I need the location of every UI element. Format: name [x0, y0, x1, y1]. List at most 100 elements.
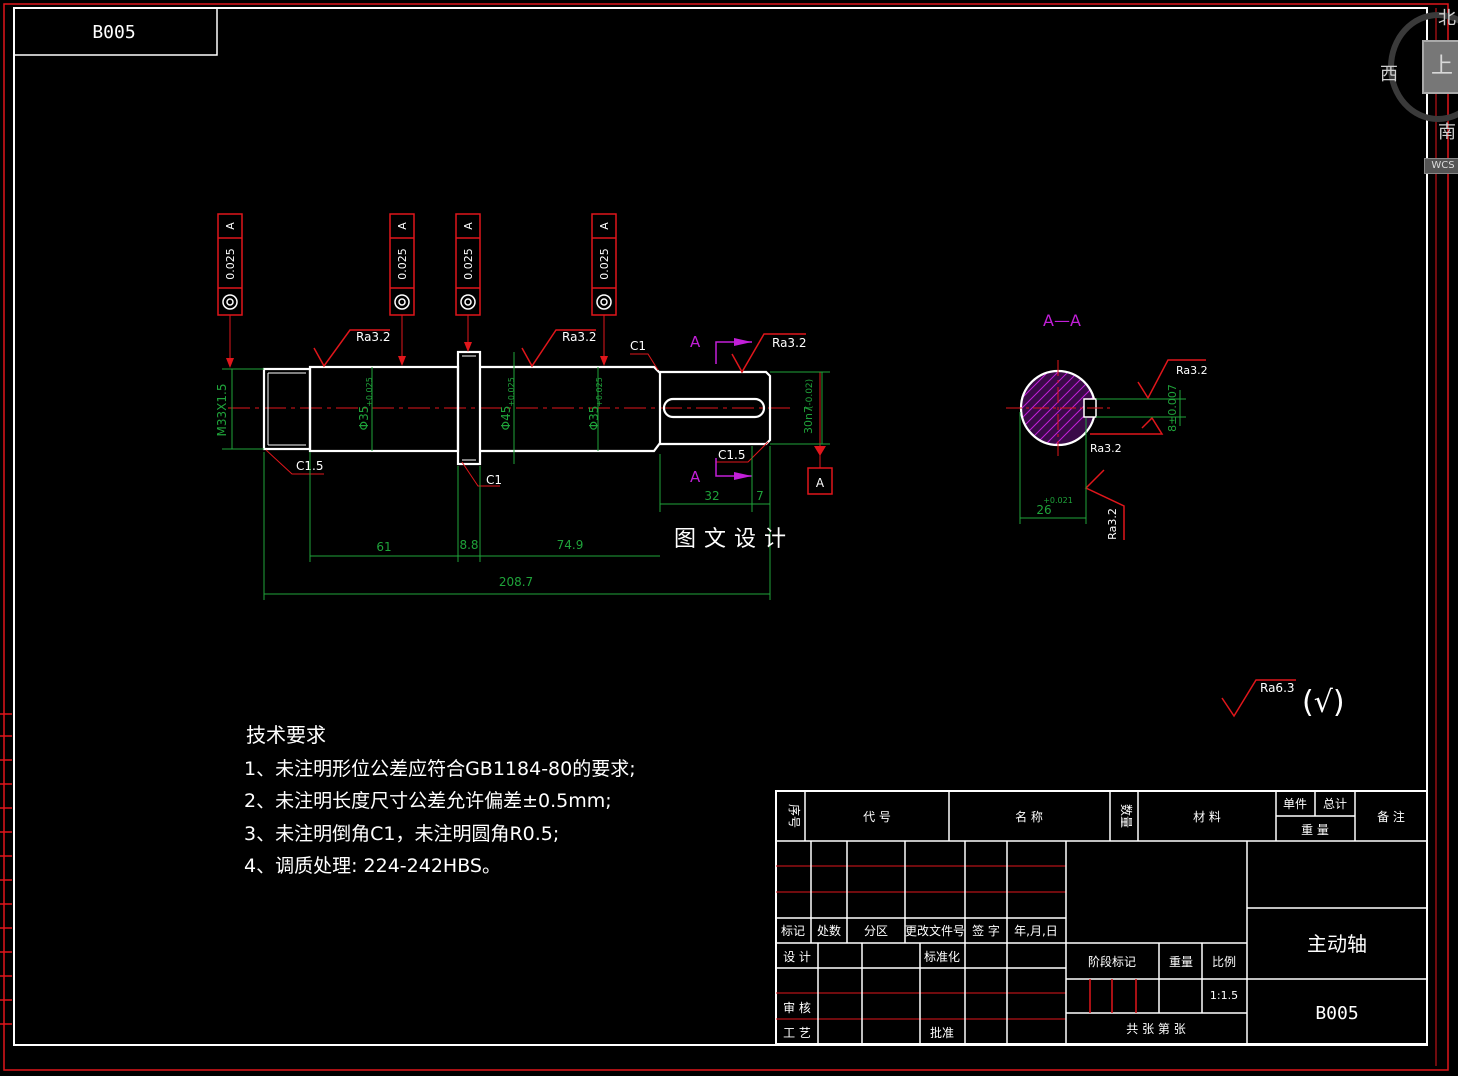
viewcube-compass-ring[interactable] — [1388, 12, 1458, 122]
tech-notes-heading: 技术要求 — [246, 723, 326, 747]
sig-process: 工 艺 — [783, 1026, 811, 1040]
drawing-code-box: B005 — [13, 7, 218, 56]
length-label: 74.9 — [557, 538, 584, 552]
gdt-datum-label: A — [598, 222, 611, 230]
header-unit: 单件 — [1283, 797, 1307, 811]
header-total: 总计 — [1323, 797, 1347, 811]
roughness-icon — [1084, 469, 1125, 540]
scale-value: 1:1.5 — [1210, 989, 1238, 1002]
header-code: 代 号 — [863, 810, 891, 824]
roughness-label: Ra3.2 — [356, 330, 391, 344]
gdt-frames[interactable]: A 0.025 A 0.025 A 0.025 — [217, 213, 617, 368]
tech-note-line: 4、调质处理: 224-242HBS。 — [244, 855, 501, 877]
diameter-label: Φ45 — [499, 406, 513, 431]
drawing-code-label: B005 — [92, 22, 135, 43]
gdt-tolerance-label: 0.025 — [598, 248, 611, 280]
diameter-label: Φ35 — [587, 406, 601, 431]
concentricity-icon — [222, 294, 238, 310]
roughness-icon — [1221, 679, 1296, 718]
diameter-tol-label: (-0.02) — [805, 379, 815, 409]
section-marker-label: A — [690, 468, 701, 486]
roughness-icon — [1090, 416, 1164, 435]
header-qty: 数量 — [1119, 804, 1134, 828]
roughness-label: Ra6.3 — [1260, 681, 1295, 695]
gdt-frame-4[interactable]: A 0.025 — [591, 213, 617, 366]
keyway-width-label: 8±0.007 — [1166, 384, 1179, 432]
title-block[interactable]: 序号 代 号 名 称 数量 材 料 单件 总计 重 量 备 注 — [775, 790, 1428, 1045]
rev-header-mark: 标记 — [781, 924, 805, 938]
sheets-label: 共 张 第 张 — [1126, 1022, 1185, 1036]
datum-label: A — [816, 476, 825, 490]
viewcube-north[interactable]: 北 — [1438, 8, 1456, 29]
length-label: 8.8 — [459, 538, 478, 552]
diameter-labels: M33X1.5 Φ35 +0.025 Φ45 +0.025 Φ35 +0.025… — [215, 377, 815, 436]
roughness-label: Ra3.2 — [1090, 442, 1122, 455]
datum-a-box: A — [807, 372, 833, 495]
header-name: 名 称 — [1015, 809, 1043, 824]
gdt-datum-label: A — [224, 222, 237, 230]
length-labels: 61 8.8 74.9 208.7 32 7 — [376, 489, 763, 589]
header-remark: 备 注 — [1377, 809, 1405, 824]
concentricity-icon — [460, 294, 476, 310]
roughness-icon — [731, 333, 806, 374]
roughness-label: Ra3.2 — [562, 330, 597, 344]
header-material: 材 料 — [1193, 810, 1221, 824]
diameter-tol-label: +0.025 — [365, 377, 374, 407]
roughness-icon — [521, 329, 596, 368]
diameter-tol-label: +0.025 — [507, 377, 516, 407]
roughness-label: Ra3.2 — [1106, 508, 1119, 540]
section-title: A—A — [1043, 311, 1081, 330]
gdt-frame-2[interactable]: A 0.025 — [389, 213, 415, 366]
tech-note-line: 1、未注明形位公差应符合GB1184-80的要求; — [244, 758, 636, 780]
gdt-tolerance-label: 0.025 — [224, 248, 237, 280]
gdt-frame-3[interactable]: A 0.025 — [455, 213, 481, 352]
shaft-main-view[interactable] — [228, 350, 790, 466]
gdt-tolerance-label: 0.025 — [396, 248, 409, 280]
section-dims: Ra3.2 Ra3.2 Ra3.2 8±0.007 26 +0.021 — [1019, 359, 1208, 540]
concentricity-icon — [394, 294, 410, 310]
section-marker-label: A — [690, 333, 701, 351]
wcs-button[interactable]: WCS — [1424, 158, 1458, 174]
roughness-label: Ra3.2 — [772, 336, 807, 350]
length-label: 61 — [376, 540, 391, 554]
left-edge-ticks — [0, 713, 12, 1025]
viewcube-south[interactable]: 南 — [1438, 122, 1456, 143]
length-label: 32 — [704, 489, 719, 503]
drawing-number: B005 — [1315, 1003, 1358, 1024]
concentricity-icon — [596, 294, 612, 310]
part-name: 主动轴 — [1307, 932, 1367, 956]
watermark-text: 图文设计 — [674, 527, 794, 552]
header-weight: 重 量 — [1301, 823, 1329, 837]
roughness-icon — [313, 329, 390, 368]
diameter-dimensions — [222, 352, 830, 464]
viewcube-west[interactable]: 西 — [1380, 64, 1398, 85]
gdt-datum-label: A — [396, 222, 409, 230]
gdt-tolerance-label: 0.025 — [462, 248, 475, 280]
length-label: 7 — [756, 489, 764, 503]
chamfer-label: C1.5 — [718, 448, 745, 462]
viewcube-top-face[interactable]: 上 — [1422, 40, 1458, 94]
diameter-label: 30n7 — [802, 406, 815, 434]
roughness-icon — [1137, 359, 1206, 400]
roughness-label: Ra3.2 — [1176, 364, 1208, 377]
length-label: 208.7 — [499, 575, 533, 589]
gdt-frame-1[interactable]: A 0.025 — [217, 213, 243, 368]
diameter-label: M33X1.5 — [215, 384, 229, 437]
overall-roughness: Ra6.3 (√) — [1221, 679, 1345, 720]
diameter-tol-label: +0.025 — [595, 377, 604, 407]
gdt-datum-label: A — [462, 222, 475, 230]
section-cut-markers: A A — [690, 333, 752, 486]
depth-tol-label: +0.021 — [1043, 496, 1073, 505]
roughness-symbols-main: Ra3.2 Ra3.2 Ra3.2 — [313, 329, 807, 374]
depth-label: 26 — [1036, 503, 1051, 517]
diameter-label: Φ35 — [357, 406, 371, 431]
tech-note-line: 3、未注明倒角C1，未注明圆角R0.5; — [244, 823, 559, 845]
section-view-aa[interactable]: A—A — [1006, 311, 1110, 456]
viewcube[interactable]: 北 西 南 上 WCS — [1380, 0, 1458, 180]
weight-label: 重量 — [1169, 955, 1193, 969]
sig-review: 审 核 — [783, 1000, 811, 1015]
chamfer-label: C1 — [630, 339, 646, 353]
stage-mark-label: 阶段标记 — [1088, 954, 1136, 969]
length-dimensions — [263, 446, 771, 600]
